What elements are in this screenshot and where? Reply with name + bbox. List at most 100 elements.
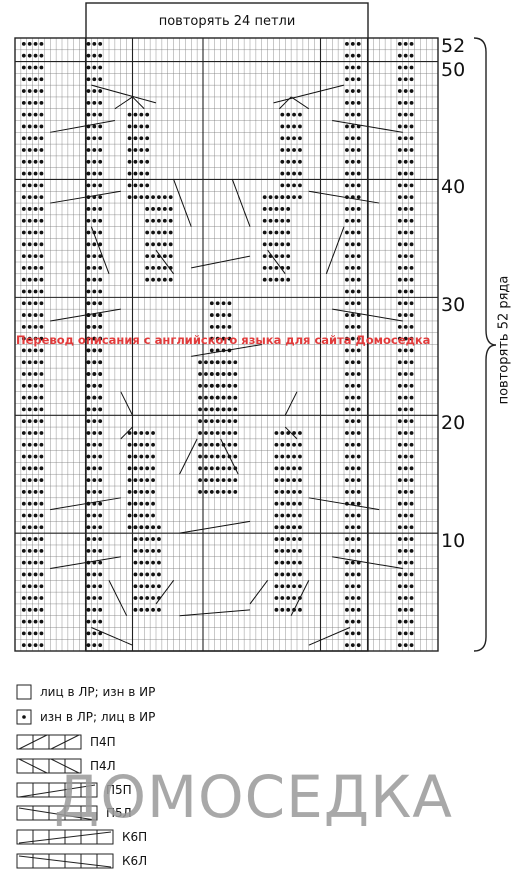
- purl-dot: [280, 136, 285, 141]
- purl-dot: [98, 478, 103, 483]
- purl-dot: [39, 100, 44, 105]
- purl-dot: [397, 501, 402, 506]
- purl-dot: [274, 596, 279, 600]
- purl-dot: [92, 324, 97, 329]
- purl-dot: [33, 478, 38, 483]
- purl-dot: [145, 548, 150, 553]
- purl-dot: [227, 360, 232, 365]
- purl-dot: [209, 336, 214, 341]
- purl-dot: [27, 89, 32, 93]
- purl-dot: [292, 124, 296, 129]
- purl-dot: [403, 560, 408, 565]
- purl-dot: [98, 112, 103, 117]
- purl-dot: [162, 207, 167, 211]
- purl-dot: [21, 596, 26, 600]
- purl-dot: [133, 466, 138, 471]
- purl-dot: [209, 324, 214, 329]
- purl-dot: [33, 407, 38, 412]
- purl-dot: [127, 171, 132, 176]
- purl-dot: [350, 360, 355, 365]
- purl-dot: [145, 584, 150, 589]
- purl-dot: [162, 230, 167, 235]
- purl-dot: [221, 395, 226, 400]
- purl-dot: [403, 525, 408, 530]
- purl-dot: [21, 301, 26, 306]
- purl-dot: [345, 183, 349, 188]
- purl-dot: [356, 266, 361, 270]
- purl-dot: [345, 148, 349, 152]
- cable-stroke: [267, 249, 286, 275]
- purl-dot: [39, 195, 44, 200]
- purl-dot: [27, 407, 32, 412]
- purl-dot: [27, 77, 32, 82]
- purl-dot: [204, 454, 208, 459]
- purl-dot: [345, 230, 349, 235]
- purl-dot: [280, 431, 285, 435]
- purl-dot: [145, 513, 150, 518]
- purl-dot: [133, 112, 138, 117]
- purl-dot: [27, 643, 32, 648]
- purl-dot: [274, 277, 279, 282]
- purl-dot: [33, 301, 38, 306]
- purl-dot: [33, 454, 38, 459]
- purl-dot: [39, 513, 44, 518]
- purl-dot: [345, 348, 349, 353]
- cable-stroke: [231, 179, 251, 227]
- purl-dot: [98, 171, 103, 176]
- legend-label: П4Л: [90, 759, 116, 773]
- purl-dot: [286, 124, 291, 129]
- purl-dot: [92, 525, 97, 530]
- purl-dot: [298, 478, 302, 483]
- purl-dot: [162, 266, 167, 270]
- purl-dot: [274, 466, 279, 471]
- purl-dot: [86, 631, 91, 636]
- purl-dot: [133, 454, 138, 459]
- purl-dot: [286, 431, 291, 435]
- purl-dot: [298, 124, 302, 129]
- purl-dot: [92, 442, 97, 447]
- purl-dot: [145, 230, 150, 235]
- purl-dot: [21, 89, 26, 93]
- purl-dot: [280, 277, 285, 282]
- purl-dot: [292, 596, 296, 600]
- purl-dot: [133, 537, 138, 541]
- purl-dot: [345, 301, 349, 306]
- row-number-10: 10: [441, 530, 466, 552]
- purl-dot: [286, 548, 291, 553]
- right-cross-4-icon: [16, 734, 82, 750]
- purl-dot: [27, 501, 32, 506]
- purl-dot: [292, 442, 296, 447]
- purl-dot: [292, 560, 296, 565]
- purl-dot: [21, 454, 26, 459]
- purl-dot: [27, 301, 32, 306]
- purl-dot: [409, 490, 414, 494]
- purl-dot: [298, 159, 302, 164]
- purl-dot: [151, 454, 155, 459]
- purl-dot: [356, 301, 361, 306]
- purl-dot: [39, 65, 44, 70]
- purl-dot: [92, 631, 97, 636]
- purl-dot: [198, 442, 202, 447]
- purl-dot: [345, 136, 349, 141]
- purl-dot: [145, 218, 150, 223]
- purl-stitch-dots: [21, 41, 414, 648]
- purl-dot: [215, 383, 220, 388]
- purl-dot: [145, 195, 150, 200]
- purl-dot: [127, 478, 132, 483]
- purl-dot: [145, 490, 150, 494]
- purl-dot: [86, 490, 91, 494]
- purl-dot: [233, 442, 238, 447]
- purl-dot: [292, 525, 296, 530]
- purl-dot: [215, 395, 220, 400]
- purl-dot: [157, 218, 161, 223]
- purl-dot: [215, 372, 220, 376]
- purl-dot: [98, 159, 103, 164]
- purl-dot: [39, 112, 44, 117]
- purl-dot: [350, 230, 355, 235]
- purl-dot: [356, 442, 361, 447]
- purl-dot: [33, 41, 38, 46]
- purl-dot: [298, 572, 302, 577]
- purl-dot: [298, 466, 302, 471]
- purl-dot: [162, 277, 167, 282]
- purl-dot: [409, 218, 414, 223]
